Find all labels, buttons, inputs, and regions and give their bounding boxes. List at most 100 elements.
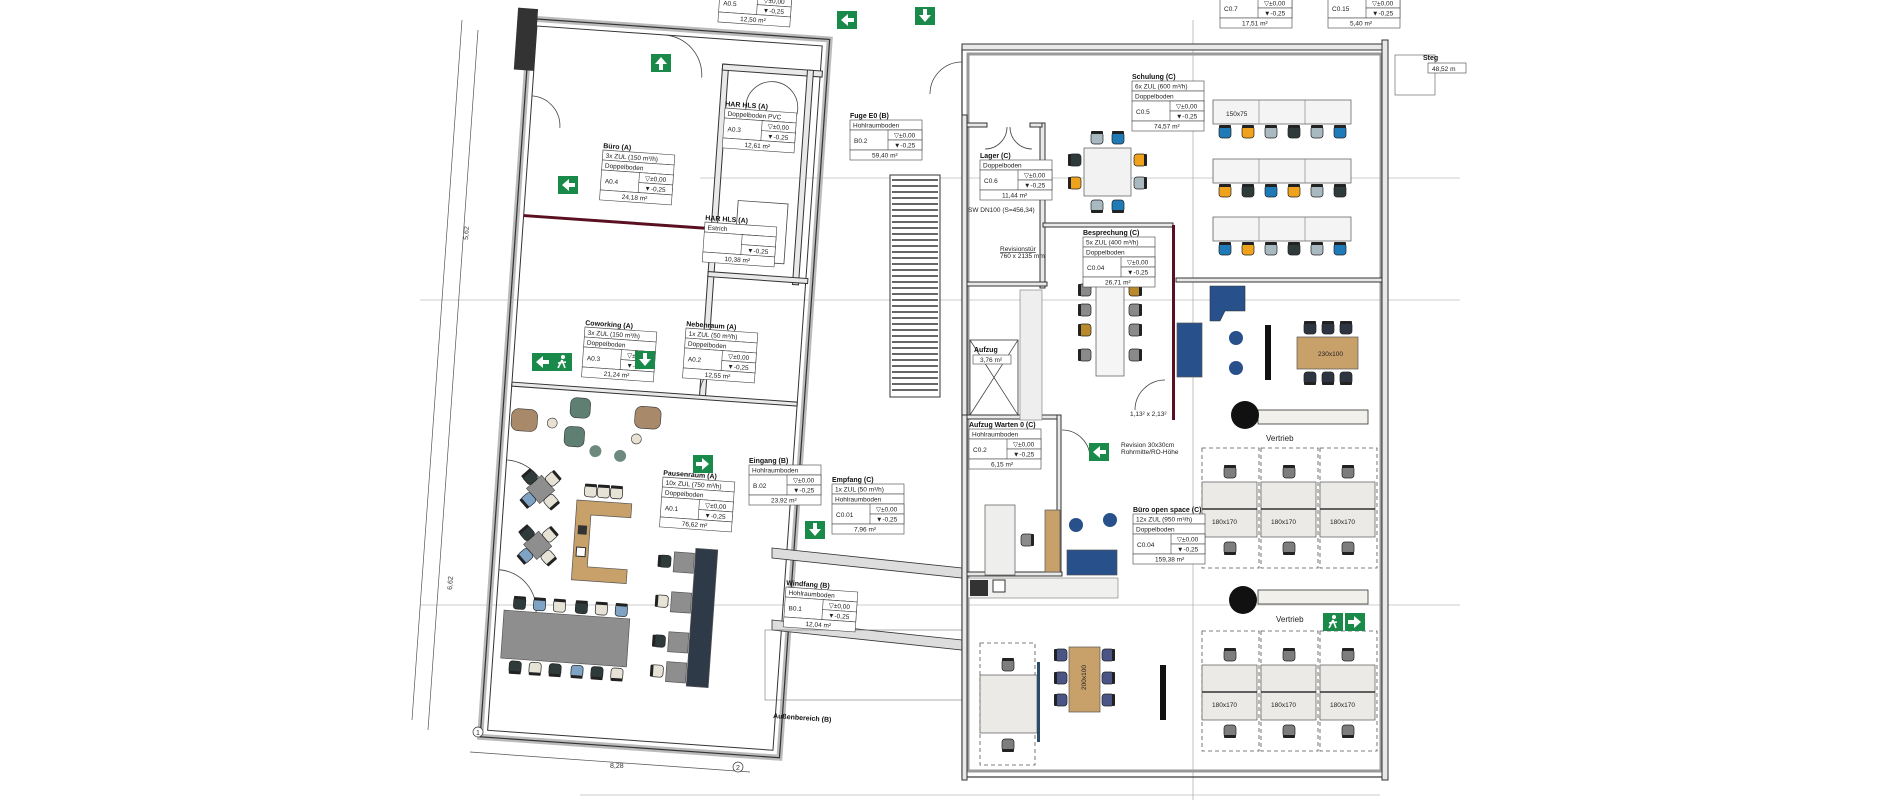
- chair: [1128, 303, 1142, 317]
- chair: [532, 597, 547, 612]
- exit-sign-down-arrow-icon: [915, 7, 935, 25]
- chair: [1321, 371, 1335, 385]
- chair: [1282, 648, 1296, 662]
- room-area: 24,18 m²: [621, 194, 648, 203]
- room-spec: Hohlraumboden: [788, 590, 835, 600]
- room-label-schulung: Schulung (C)6x ZUL (600 m³/h)Doppelboden…: [1131, 74, 1205, 132]
- armchair: [569, 397, 591, 419]
- room-level-top: ▽±0,00: [793, 478, 815, 485]
- room-name: Besprechung (C): [1083, 230, 1139, 237]
- chair: [1241, 242, 1255, 256]
- kitchen-counter: [570, 499, 633, 584]
- sw-note: SW DN100 (S=456,34): [968, 207, 1035, 214]
- training-table-row: [1212, 99, 1352, 125]
- room-level-bottom: ▼-0,25: [894, 143, 916, 150]
- room-level-bottom: ▼-0,25: [767, 134, 789, 142]
- chair: [1068, 153, 1082, 167]
- chair: [1090, 131, 1104, 145]
- room-level-top: ▽±0,00: [1372, 1, 1394, 8]
- chair: [548, 663, 562, 678]
- chair: [1054, 648, 1068, 662]
- room-name: Fuge E0 (B): [850, 113, 889, 120]
- chair: [1133, 176, 1147, 190]
- room-level-bottom: ▼-0,25: [763, 8, 785, 16]
- room-label-nebenraum: Nebenraum (A)1x ZUL (50 m³/h)Doppelboden…: [682, 321, 759, 384]
- chair: [540, 549, 557, 567]
- room-spec: Estrich: [707, 225, 728, 233]
- chair: [528, 661, 542, 676]
- room-label-windfang: Windfang (B)HohlraumbodenB0.1▽±0,00▼-0,2…: [782, 580, 859, 633]
- room-spec: Doppelboden: [983, 163, 1022, 170]
- chair: [552, 598, 567, 613]
- revision-note-2: Rohrmitte/RO-Höhe: [1121, 449, 1179, 456]
- chair: [1054, 671, 1068, 685]
- room-spec: 1x ZUL (50 m³/h): [835, 487, 884, 494]
- room-area: 11,44 m²: [1002, 193, 1028, 200]
- room-spec: Doppelboden: [587, 340, 626, 350]
- running-man-exit-icon: [1323, 613, 1343, 631]
- room-area: 23,92 m²: [771, 498, 797, 505]
- revisionstuer-label: Revisionstür: [1000, 246, 1037, 253]
- room-level-bottom: ▼-0,25: [793, 488, 815, 495]
- chair: [657, 554, 672, 568]
- exit-sign-right-arrow-icon: [693, 455, 713, 473]
- chair: [1333, 242, 1347, 256]
- chair: [1054, 693, 1068, 707]
- revision-note: Revision 30x30cm: [1121, 442, 1174, 449]
- chair: [1101, 648, 1115, 662]
- chair: [1321, 321, 1335, 335]
- chair: [542, 526, 559, 543]
- room-level-bottom: ▼-0,25: [1127, 270, 1149, 277]
- room-name: Pausenraum (A): [663, 470, 717, 481]
- vertrieb-label-1: Vertrieb: [1266, 434, 1294, 443]
- chair: [519, 492, 537, 509]
- armchair: [563, 426, 585, 448]
- dimension-lines: 5,62 6,62 8,28 1 2: [411, 19, 751, 773]
- training-table-size: 150x75: [1226, 111, 1248, 118]
- room-label-buero-a: Büro (A)3x ZUL (150 m³/h)DoppelbodenA0.4…: [599, 143, 676, 206]
- lounge-chair: [1229, 331, 1243, 345]
- pausenraum-long-table: [500, 609, 631, 668]
- chair: [594, 601, 608, 616]
- room-spec: Doppelboden: [605, 163, 644, 173]
- room-label-lager: Lager (C)DoppelbodenC0.6▽±0,00▼-0,2511,4…: [979, 153, 1053, 201]
- room-area: 12,55 m²: [704, 372, 731, 381]
- room-spec: Hohlraumboden: [835, 497, 882, 504]
- room-area: 5,40 m²: [1350, 21, 1373, 28]
- side-table: [665, 661, 688, 684]
- room-area: 12,50 m²: [740, 16, 767, 25]
- desk-size: 180x170: [1330, 702, 1355, 709]
- room-label-eingang: Eingang (B)HohlraumbodenB.02▽±0,00▼-0,25…: [748, 458, 822, 506]
- chair: [614, 603, 628, 617]
- room-spec: Hohlraumboden: [972, 432, 1019, 439]
- aufzug-area: 3,76 m²: [980, 357, 1003, 364]
- chair: [1333, 184, 1347, 198]
- room-code: C0.01: [836, 512, 854, 519]
- chair: [1282, 724, 1296, 738]
- exit-sign-right-arrow-icon: [1345, 613, 1365, 631]
- chair: [1223, 724, 1237, 738]
- chair: [1133, 153, 1147, 167]
- room-level-top: ▽±0,00: [645, 176, 667, 184]
- aufzug-label: Aufzug: [974, 347, 998, 354]
- staircase: [889, 174, 941, 398]
- chair: [1241, 125, 1255, 139]
- exit-sign-left-arrow-icon: [837, 11, 857, 29]
- chair: [1287, 242, 1301, 256]
- desk-size: 180x170: [1212, 702, 1237, 709]
- room-code: C0.7: [1224, 6, 1238, 13]
- chair: [1282, 541, 1296, 555]
- room-name: Windfang (B): [786, 580, 830, 590]
- room-code: B0.1: [788, 605, 802, 613]
- room-area: 10,38 m²: [724, 256, 751, 265]
- dark-wall-block: [513, 7, 539, 71]
- chair: [1128, 348, 1142, 362]
- chair: [1001, 738, 1015, 752]
- room-name: Büro open space (C): [1133, 507, 1201, 514]
- chair: [1101, 693, 1115, 707]
- room-code: C0.04: [1137, 542, 1155, 549]
- training-table-row: [1212, 158, 1352, 184]
- exit-sign-down-arrow-icon: [635, 351, 655, 369]
- chair: [1223, 541, 1237, 555]
